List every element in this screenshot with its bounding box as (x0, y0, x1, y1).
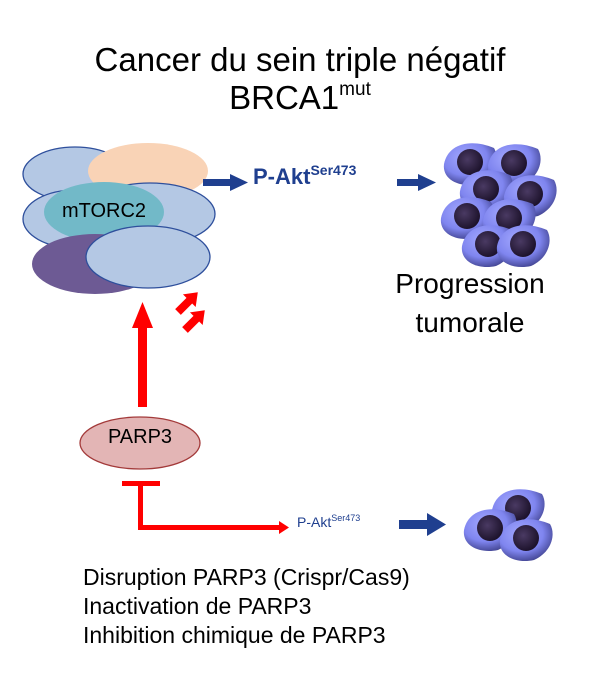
mtorc2-label: mTORC2 (61, 200, 147, 222)
p-akt-main-small: P-Akt (297, 514, 332, 530)
mtorc2-complex (22, 143, 216, 294)
method-item: Inactivation de PARP3 (83, 593, 312, 619)
outcome-line-1: Progression (395, 268, 545, 299)
method-item: Inhibition chimique de PARP3 (83, 622, 386, 648)
title-line-1: Cancer du sein triple négatif (94, 41, 506, 78)
p-akt-label-top: P-AktSer473 (253, 162, 357, 190)
outcome-line-2: tumorale (415, 307, 525, 338)
parp3-node (79, 416, 201, 470)
brca1-label: BRCA1 (229, 79, 340, 116)
subunit-bottom-right (85, 225, 211, 289)
increase-double-arrow-icon (175, 292, 205, 333)
parp3-label: PARP3 (107, 426, 173, 448)
p-akt-main: P-Akt (253, 164, 311, 189)
blue-arrow-3 (399, 513, 446, 536)
inhibition-line (122, 481, 289, 534)
method-item: Disruption PARP3 (Crispr/Cas9) (83, 564, 410, 590)
blue-arrow-1 (203, 174, 248, 191)
p-akt-sup-small: Ser473 (331, 513, 361, 523)
blue-arrow-2 (397, 174, 436, 191)
title-line-2: BRCA1mut (0, 79, 600, 117)
reduced-cell-cluster-icon (463, 489, 553, 562)
red-activation-arrow (132, 302, 153, 407)
p-akt-sup: Ser473 (310, 162, 357, 178)
p-akt-label-bottom: P-AktSer473 (297, 513, 361, 531)
tumor-cell-cluster-icon (440, 143, 557, 268)
mut-superscript: mut (339, 79, 371, 100)
